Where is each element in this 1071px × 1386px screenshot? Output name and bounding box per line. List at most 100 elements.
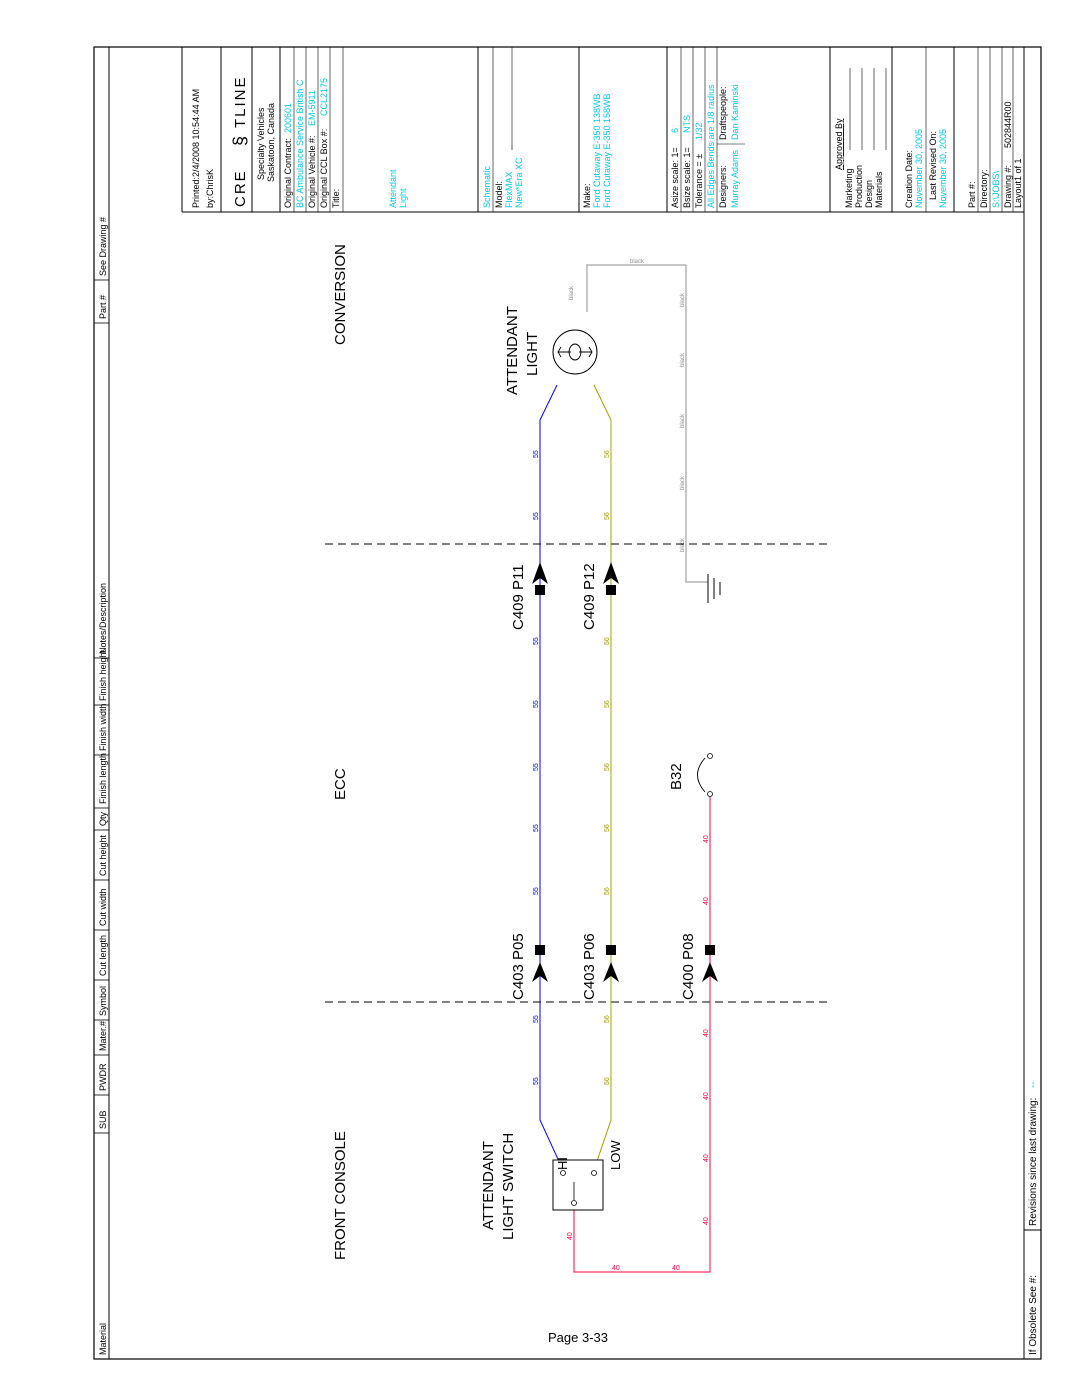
designer-value: Murray Adams bbox=[730, 149, 740, 208]
wire-black bbox=[586, 264, 708, 583]
connector-c400-p08: C400 P08 bbox=[680, 933, 718, 1000]
light-name-line-1: ATTENDANT bbox=[504, 306, 521, 395]
company-line-2: Saskatoon, Canada bbox=[266, 103, 276, 182]
switch-terminal-common bbox=[571, 1200, 577, 1206]
model-line-1: FlexMAX bbox=[504, 171, 514, 208]
connector-c409-p11: C409 P11 bbox=[510, 562, 548, 630]
wire-label-55: 55 bbox=[533, 700, 540, 708]
connector-pin-icon bbox=[705, 945, 715, 955]
section-front-console: FRONT CONSOLE bbox=[332, 1131, 349, 1260]
logo-left: CRE bbox=[232, 169, 249, 207]
wire-label-black: black bbox=[680, 292, 686, 307]
header-column-label: Finish height bbox=[98, 649, 108, 701]
wire-label-55: 55 bbox=[533, 1015, 540, 1023]
wire-label-black: black bbox=[680, 537, 686, 552]
wire-label-56: 56 bbox=[604, 887, 611, 895]
wire-labels: 55 55 55 55 55 55 55 55 55 56 56 56 56 5… bbox=[533, 259, 710, 1272]
connector-chevron-icon bbox=[532, 562, 548, 584]
bsize-value: NTS bbox=[682, 115, 692, 133]
revisions-value: -- bbox=[1028, 1081, 1039, 1088]
designers-label: Designers: bbox=[718, 165, 728, 208]
creation-date-label: Creation Date: bbox=[904, 150, 914, 208]
breaker-label: B32 bbox=[668, 763, 685, 790]
printed-date: Printed:2/4/2008 10:54:44 AM bbox=[191, 89, 201, 208]
directory-label: Directory: bbox=[979, 169, 989, 208]
asize-label: Asize scale: 1= bbox=[670, 147, 680, 208]
breaker-b32: B32 bbox=[668, 753, 713, 797]
wire-label-55: 55 bbox=[533, 1077, 540, 1085]
wire-40 bbox=[573, 794, 711, 1273]
drawing-value: 502844R00 bbox=[1003, 101, 1013, 148]
header-column-label: Mater.# bbox=[98, 1021, 108, 1051]
make-line-1: Ford Cutaway E-350 138WB bbox=[592, 93, 602, 208]
connector-c409-p12: C409 P12 bbox=[581, 562, 619, 630]
light-bulb-icon bbox=[552, 329, 598, 375]
model-line-2: New*Era XC bbox=[514, 157, 524, 208]
connector-c403-p05: C403 P05 bbox=[510, 933, 548, 1000]
printed-by: by:ChrisK bbox=[205, 169, 215, 208]
ground-icon bbox=[707, 574, 721, 603]
wire-label-black: black bbox=[569, 285, 575, 300]
approval-marketing: Marketing bbox=[844, 168, 854, 208]
footer-strip: If Obsolete See #: Revisions since last … bbox=[1023, 47, 1041, 1359]
title-line-1: Attendant bbox=[388, 169, 398, 208]
approved-by-label: Approved By bbox=[834, 118, 844, 170]
bsize-label: Bsize scale: 1= bbox=[682, 147, 692, 208]
header-dividers bbox=[94, 279, 109, 1134]
switch-hi-label: HI bbox=[555, 1157, 570, 1170]
logo-mark-icon: § bbox=[230, 136, 250, 146]
switch-terminal-hi bbox=[560, 1170, 566, 1176]
wire-label-black: black bbox=[680, 352, 686, 367]
original-vehicle-value: EM-5911 bbox=[307, 90, 317, 126]
revisions-label: Revisions since last drawing: bbox=[1028, 1098, 1039, 1226]
header-column-label: Finish width bbox=[98, 703, 108, 751]
wire-label-40: 40 bbox=[672, 1265, 680, 1272]
section-ecc: ECC bbox=[332, 768, 349, 800]
bc-ambulance-row: BC Ambulance Service British C bbox=[295, 79, 305, 208]
switch-low-label: LOW bbox=[608, 1140, 623, 1170]
header-column-label: Qty bbox=[98, 811, 108, 826]
asize-value: 6 bbox=[670, 128, 680, 133]
original-contract-label: Original Contract: bbox=[283, 138, 293, 208]
last-revised-value: November 30, 2005 bbox=[938, 129, 948, 208]
header-column-label: Finish length bbox=[98, 753, 108, 804]
original-vehicle-label: Original Vehicle #: bbox=[307, 135, 317, 208]
company-line-1: Specialty Vehicles bbox=[256, 107, 266, 180]
approval-materials: Materials bbox=[874, 171, 884, 208]
original-ccl-value: CCL2175 bbox=[319, 78, 329, 116]
wire-label-56: 56 bbox=[604, 450, 611, 458]
attendant-light-switch: HI LOW ATTENDANT LIGHT SWITCH bbox=[480, 1133, 623, 1240]
wire-label-black: black bbox=[680, 413, 686, 428]
light-filament bbox=[558, 343, 592, 361]
wire-label-55: 55 bbox=[533, 887, 540, 895]
tolerance-value: 1/32 bbox=[694, 122, 704, 140]
connector-label: C400 P08 bbox=[680, 933, 697, 1000]
connector-chevron-icon bbox=[532, 962, 548, 982]
wire-label-40: 40 bbox=[567, 1232, 574, 1240]
connector-label: C409 P11 bbox=[510, 564, 527, 630]
sheet-border bbox=[93, 46, 1042, 1360]
wire-label-56: 56 bbox=[604, 824, 611, 832]
wire-label-40: 40 bbox=[612, 1265, 620, 1272]
original-ccl-label: Original CCL Box #: bbox=[319, 129, 329, 208]
connector-pin-icon bbox=[535, 585, 545, 595]
all-edges-note: All Edges Bends are 1/8 radius bbox=[706, 84, 716, 208]
wire-label-40: 40 bbox=[703, 1029, 710, 1037]
wire-label-56: 56 bbox=[604, 512, 611, 520]
wire-label-55: 55 bbox=[533, 824, 540, 832]
title-line-2: Light bbox=[398, 188, 408, 208]
wire-label-56: 56 bbox=[604, 700, 611, 708]
original-contract-value: 200601 bbox=[283, 103, 293, 133]
wire-label-56: 56 bbox=[604, 637, 611, 645]
header-column-label: PWDR bbox=[98, 1063, 108, 1091]
wire-label-55: 55 bbox=[533, 763, 540, 771]
wire-label-black: black bbox=[630, 259, 645, 265]
draftspeople-value: Dan Kaminski bbox=[730, 84, 740, 140]
connector-c403-p06: C403 P06 bbox=[581, 933, 619, 1000]
make-label: Make: bbox=[582, 183, 592, 208]
wire-56 bbox=[593, 384, 612, 1171]
header-column-label: Notes/Description bbox=[98, 583, 108, 654]
wire-label-40: 40 bbox=[703, 1154, 710, 1162]
